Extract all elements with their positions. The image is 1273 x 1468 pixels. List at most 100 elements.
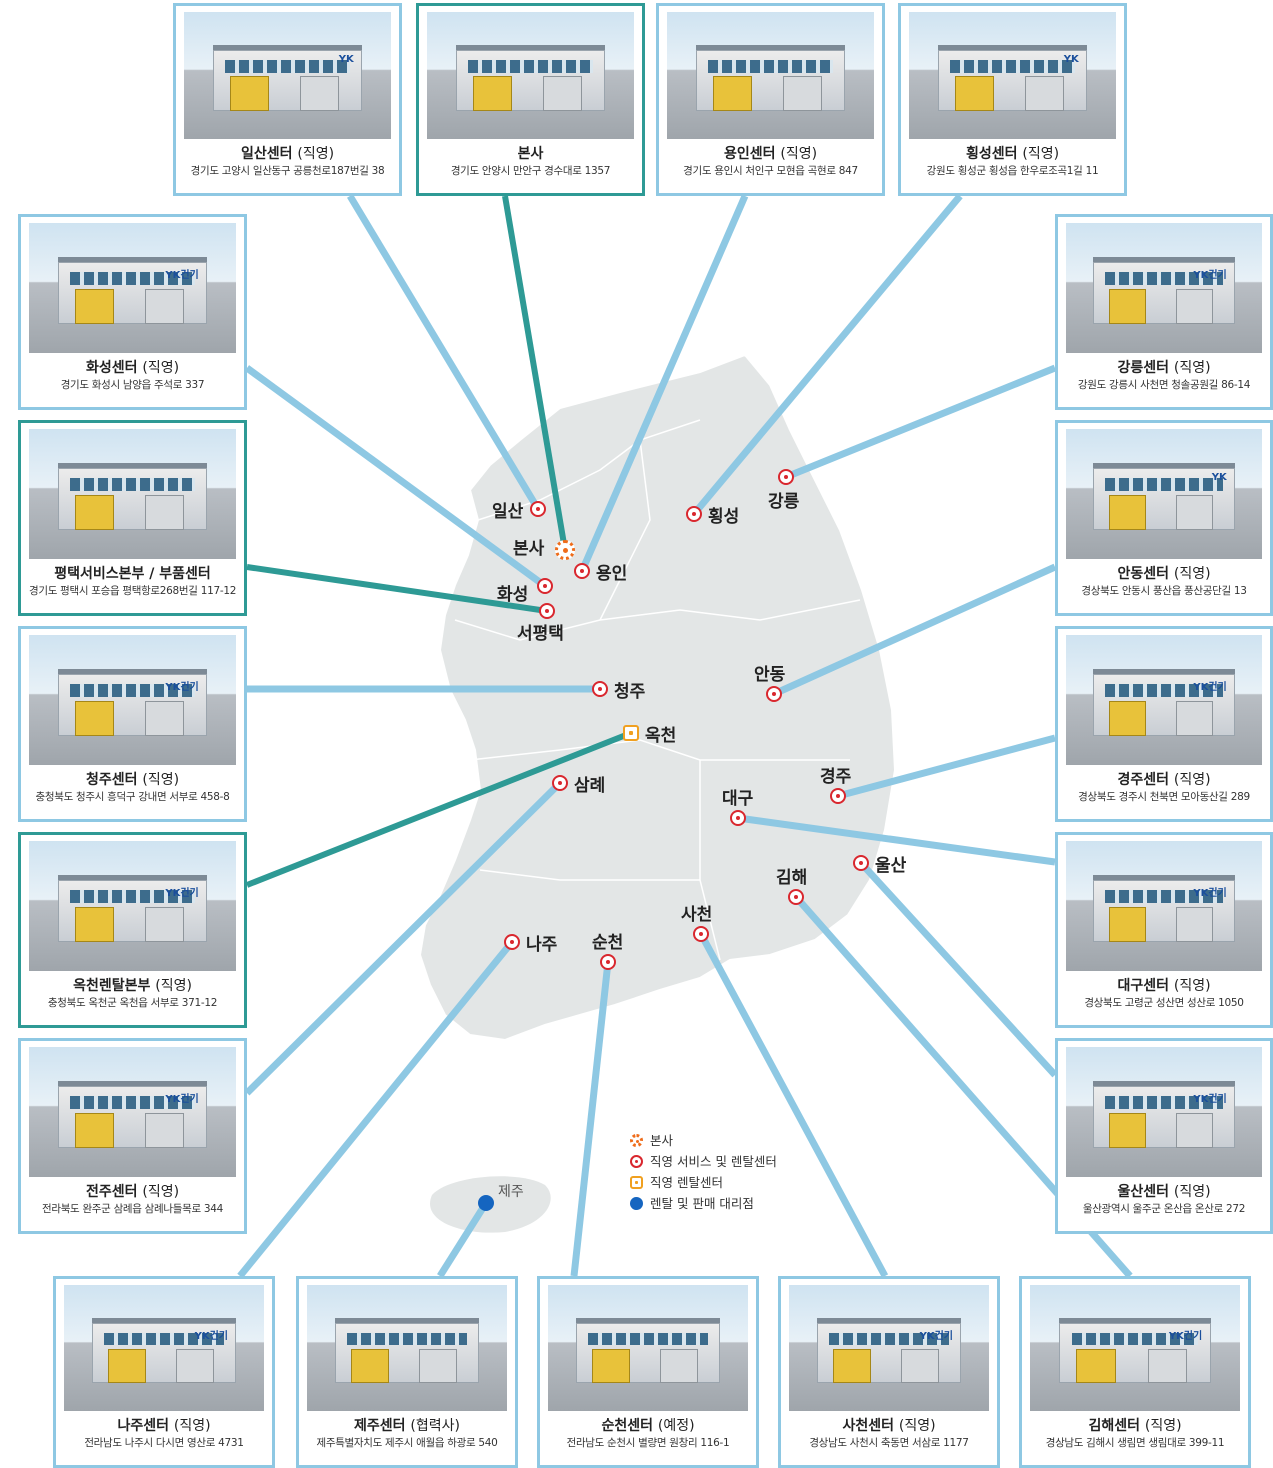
garage-door	[712, 76, 752, 112]
branch-type-tag: (예정)	[657, 1418, 695, 1434]
branch-card-jeju[interactable]: 제주센터 (협력사)제주특별자치도 제주시 애월읍 하광로 540	[296, 1276, 518, 1468]
branch-card-suncheon[interactable]: 순천센터 (예정)전라남도 순천시 별량면 원창리 116-1	[537, 1276, 759, 1468]
building-roof	[455, 45, 606, 53]
connector-line-jeju	[437, 1201, 489, 1278]
branch-name: 본사	[517, 146, 544, 162]
mainland-shape	[418, 353, 897, 1042]
garage-door	[144, 494, 185, 531]
garage-door	[1175, 906, 1214, 943]
branch-photo: YK	[1066, 429, 1262, 559]
garage-door	[144, 700, 185, 737]
map-marker-gangneung[interactable]	[778, 469, 794, 485]
building-windows	[70, 890, 195, 904]
map-marker-hq[interactable]	[555, 540, 575, 560]
branch-type-tag: (직영)	[155, 978, 192, 994]
branch-title: 제주센터 (협력사)	[307, 1417, 507, 1435]
map-marker-andong[interactable]	[766, 686, 782, 702]
city-label-samrye: 삼례	[574, 776, 606, 796]
map-marker-pyeongtaek[interactable]	[539, 603, 555, 619]
branch-card-yongin[interactable]: 용인센터 (직영)경기도 용인시 처인구 모현읍 곡현로 847	[656, 3, 885, 196]
branch-address: 충청북도 옥천군 옥천읍 서부로 371-12	[47, 997, 218, 1009]
branch-name: 화성센터	[85, 360, 138, 376]
map-marker-gimhae[interactable]	[788, 889, 804, 905]
branch-title: 사천센터 (직영)	[789, 1417, 989, 1435]
branch-photo	[427, 12, 634, 139]
branch-name: 옥천렌탈본부	[73, 978, 151, 994]
map-marker-naju[interactable]	[504, 934, 520, 950]
city-label-suncheon: 순천	[592, 933, 624, 953]
garage-door	[144, 906, 185, 943]
building-sign-logo: YK건기	[194, 1330, 228, 1342]
garage-door	[901, 1348, 939, 1384]
building-roof	[1093, 256, 1235, 265]
branch-name: 사천센터	[842, 1418, 894, 1434]
branch-photo: YK건기	[1030, 1285, 1240, 1411]
branch-type-tag: (직영)	[898, 1418, 936, 1434]
map-marker-ilsan[interactable]	[530, 501, 546, 517]
building-roof	[1093, 462, 1235, 471]
map-marker-hoengseong[interactable]	[686, 506, 702, 522]
branch-photo: YK건기	[29, 841, 236, 971]
garage-door	[74, 906, 114, 943]
garage-door	[351, 1348, 389, 1384]
branch-type-tag: (직영)	[142, 772, 180, 788]
map-marker-ulsan[interactable]	[853, 855, 869, 871]
branch-address: 충청북도 청주시 흥덕구 강내면 서부로 458-8	[35, 791, 230, 803]
branch-photo: YK건기	[1066, 635, 1262, 765]
branch-address: 경기도 평택시 포승읍 평택항로268번길 117-12	[29, 585, 237, 597]
branch-type-tag: (협력사)	[410, 1418, 460, 1434]
map-marker-gyeongju[interactable]	[830, 788, 846, 804]
building-windows	[225, 60, 350, 73]
branch-address: 경상북도 안동시 풍산읍 풍산공단길 13	[1081, 585, 1247, 597]
city-label-okcheon: 옥천	[645, 726, 677, 746]
branch-title: 대구센터 (직영)	[1066, 977, 1262, 995]
map-marker-hwaseong[interactable]	[537, 578, 553, 594]
map-marker-yongin[interactable]	[574, 563, 590, 579]
building-sign-logo: YK	[1211, 471, 1227, 483]
connector-line-naju	[237, 939, 515, 1279]
branch-photo: YK건기	[29, 1047, 236, 1177]
garage-door	[1109, 494, 1147, 531]
branch-title: 강릉센터 (직영)	[1066, 359, 1262, 377]
map-marker-cheongju[interactable]	[592, 681, 608, 697]
city-label-cheongju: 청주	[614, 682, 646, 702]
branch-title: 안동센터 (직영)	[1066, 565, 1262, 583]
city-label-sacheon: 사천	[681, 905, 713, 925]
city-label-gimhae: 김해	[776, 868, 808, 888]
connector-line-suncheon	[570, 961, 612, 1277]
branch-card-andong[interactable]: YK 안동센터 (직영) 경상북도 안동시 풍산읍 풍산공단길 13	[1055, 420, 1273, 616]
building-sign-logo: YK건기	[165, 1093, 199, 1105]
branch-address: 강원도 강릉시 사천면 청솔공원길 86-14	[1077, 379, 1251, 391]
garage-door	[954, 76, 994, 112]
connector-line-ulsan	[858, 860, 1058, 1078]
building-roof	[1093, 1080, 1235, 1089]
map-marker-okcheon[interactable]	[623, 725, 639, 741]
map-marker-daegu[interactable]	[730, 810, 746, 826]
branch-type-tag: (직영)	[173, 1418, 211, 1434]
building-sign-logo: YK건기	[1193, 1093, 1227, 1105]
garage-door	[74, 1112, 114, 1149]
garage-door	[472, 76, 512, 112]
branch-title: 일산센터 (직영)	[184, 145, 391, 163]
map-marker-suncheon[interactable]	[600, 954, 616, 970]
garage-door	[176, 1348, 214, 1384]
map-marker-sacheon[interactable]	[693, 926, 709, 942]
map-marker-samrye[interactable]	[552, 775, 568, 791]
building-sign-logo: YK	[338, 53, 354, 65]
map-marker-jeju[interactable]	[478, 1195, 494, 1211]
